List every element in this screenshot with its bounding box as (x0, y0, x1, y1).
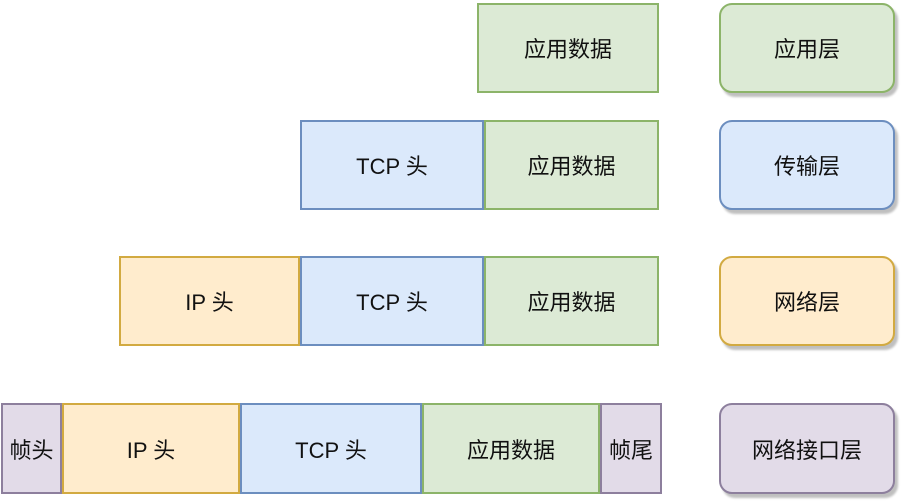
segment-label: 应用数据 (527, 290, 616, 315)
layer-label-text: 传输层 (773, 154, 840, 179)
segment-frame-trailer: 帧尾 (600, 403, 662, 494)
segment-app-data: 应用数据 (484, 120, 659, 210)
layer-label-transport: 传输层 (719, 120, 895, 210)
layer-label-application: 应用层 (719, 3, 895, 93)
segment-ip-header: IP 头 (119, 256, 300, 346)
layer-label-text: 应用层 (773, 37, 840, 62)
segment-label: TCP 头 (295, 437, 367, 463)
segment-label: 应用数据 (466, 437, 555, 463)
segment-label: IP 头 (126, 437, 176, 463)
layer-label-text: 网络层 (773, 290, 840, 315)
segment-tcp-header: TCP 头 (300, 120, 484, 210)
layer-label-network: 网络层 (719, 256, 895, 346)
segment-app-data: 应用数据 (484, 256, 659, 346)
segment-tcp-header: TCP 头 (300, 256, 484, 346)
segment-frame-header: 帧头 (1, 403, 62, 494)
segment-label: 帧尾 (608, 437, 653, 463)
segment-tcp-header: TCP 头 (240, 403, 422, 494)
layer-label-text: 网络接口层 (751, 437, 862, 463)
segment-label: TCP 头 (356, 154, 428, 179)
segment-label: 应用数据 (523, 37, 612, 62)
segment-label: 应用数据 (527, 154, 616, 179)
segment-app-data: 应用数据 (477, 3, 659, 93)
segment-label: TCP 头 (356, 290, 428, 315)
segment-label: 帧头 (9, 437, 54, 463)
segment-ip-header: IP 头 (62, 403, 240, 494)
segment-app-data: 应用数据 (422, 403, 600, 494)
layer-label-network-interface: 网络接口层 (719, 403, 895, 494)
segment-label: IP 头 (185, 290, 234, 315)
